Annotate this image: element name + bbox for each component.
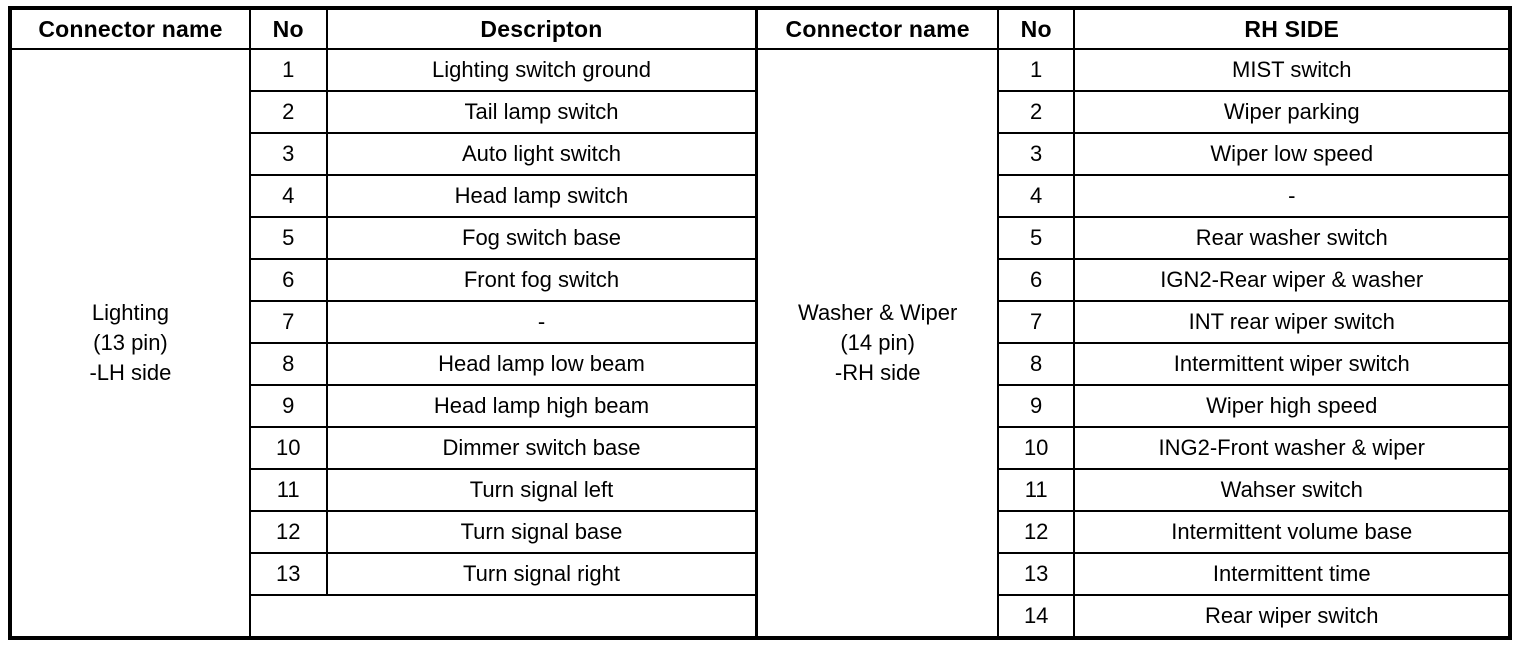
pin-description-cell: MIST switch xyxy=(1073,48,1511,92)
pin-description-cell: Rear washer switch xyxy=(1073,216,1511,260)
pin-description-cell: Turn signal right xyxy=(325,552,758,596)
pin-number-cell: 10 xyxy=(996,426,1076,470)
pin-number-cell: 3 xyxy=(248,132,328,176)
pin-description-cell: Lighting switch ground xyxy=(325,48,758,92)
table-row: 3 Auto light switch 3 Wiper low speed xyxy=(10,132,1511,176)
table-row: 12 Turn signal base 12 Intermittent volu… xyxy=(10,510,1511,554)
pin-description-cell: Auto light switch xyxy=(325,132,758,176)
pin-number-cell: 4 xyxy=(996,174,1076,218)
header-connector-name-right: Connector name xyxy=(755,7,999,50)
pin-number-cell: 13 xyxy=(996,552,1076,596)
pin-number-cell: 9 xyxy=(248,384,328,428)
pin-description-cell: - xyxy=(1073,174,1511,218)
table-row: 10 Dimmer switch base 10 ING2-Front wash… xyxy=(10,426,1511,470)
pin-description-cell: Head lamp high beam xyxy=(325,384,758,428)
pin-number-cell: 9 xyxy=(996,384,1076,428)
header-no-right: No xyxy=(996,7,1076,50)
header-description: Descripton xyxy=(325,7,758,50)
pin-number-cell: 4 xyxy=(248,174,328,218)
pin-description-cell: Turn signal left xyxy=(325,468,758,512)
pin-description-cell: Rear wiper switch xyxy=(1073,594,1511,639)
header-connector-name-left: Connector name xyxy=(9,7,251,50)
pin-description-cell: Intermittent wiper switch xyxy=(1073,342,1511,386)
pin-description-cell: Wiper low speed xyxy=(1073,132,1511,176)
pin-number-cell: 1 xyxy=(248,48,328,92)
table-row: 9 Head lamp high beam 9 Wiper high speed xyxy=(10,384,1511,428)
pin-number-cell: 7 xyxy=(248,300,328,344)
table-row: 6 Front fog switch 6 IGN2-Rear wiper & w… xyxy=(10,258,1511,302)
pin-description-cell: Fog switch base xyxy=(325,216,758,260)
pin-number-cell: 8 xyxy=(248,342,328,386)
pin-number-cell: 5 xyxy=(996,216,1076,260)
pin-number-cell: 10 xyxy=(248,426,328,470)
pin-number-cell: 2 xyxy=(248,90,328,134)
pin-description-cell: Wiper parking xyxy=(1073,90,1511,134)
pin-description-cell: INT rear wiper switch xyxy=(1073,300,1511,344)
pin-description-cell: Head lamp switch xyxy=(325,174,758,218)
pin-description-cell: Tail lamp switch xyxy=(325,90,758,134)
connector-name-cell-right: Washer & Wiper (14 pin) -RH side xyxy=(755,48,999,639)
table-row: 11 Turn signal left 11 Wahser switch xyxy=(10,468,1511,512)
pin-number-cell: 13 xyxy=(248,552,328,596)
pin-number-cell: 12 xyxy=(996,510,1076,554)
pin-description-cell: Wahser switch xyxy=(1073,468,1511,512)
connector-name-cell-left: Lighting (13 pin) -LH side xyxy=(9,48,251,639)
table-row: 2 Tail lamp switch 2 Wiper parking xyxy=(10,90,1511,134)
pin-number-cell: 11 xyxy=(248,468,328,512)
empty-cell xyxy=(248,594,758,639)
pin-number-cell: 1 xyxy=(996,48,1076,92)
pin-number-cell: 8 xyxy=(996,342,1076,386)
pin-description-cell: IGN2-Rear wiper & washer xyxy=(1073,258,1511,302)
pin-number-cell: 3 xyxy=(996,132,1076,176)
pin-number-cell: 2 xyxy=(996,90,1076,134)
table-row: 5 Fog switch base 5 Rear washer switch xyxy=(10,216,1511,260)
pin-number-cell: 12 xyxy=(248,510,328,554)
header-no-left: No xyxy=(248,7,328,50)
table-row: 4 Head lamp switch 4 - xyxy=(10,174,1511,218)
pin-number-cell: 7 xyxy=(996,300,1076,344)
table-row: 13 Turn signal right 13 Intermittent tim… xyxy=(10,552,1511,596)
pin-description-cell: Dimmer switch base xyxy=(325,426,758,470)
pin-number-cell: 5 xyxy=(248,216,328,260)
pin-description-cell: Wiper high speed xyxy=(1073,384,1511,428)
table-row: 7 - 7 INT rear wiper switch xyxy=(10,300,1511,344)
header-rh-side: RH SIDE xyxy=(1073,7,1511,50)
header-row: Connector name No Descripton Connector n… xyxy=(9,7,1511,50)
pin-description-cell: Intermittent time xyxy=(1073,552,1511,596)
pin-number-cell: 14 xyxy=(996,594,1076,639)
pin-number-cell: 11 xyxy=(996,468,1076,512)
pin-description-cell: ING2-Front washer & wiper xyxy=(1073,426,1511,470)
pin-description-cell: Intermittent volume base xyxy=(1073,510,1511,554)
table-row: 8 Head lamp low beam 8 Intermittent wipe… xyxy=(10,342,1511,386)
table-row: 14 Rear wiper switch xyxy=(10,594,1511,639)
connector-pinout-table: Connector name No Descripton Connector n… xyxy=(8,6,1512,640)
table-row: Lighting (13 pin) -LH side 1 Lighting sw… xyxy=(9,48,1511,639)
pin-description-cell: Turn signal base xyxy=(325,510,758,554)
pin-number-cell: 6 xyxy=(248,258,328,302)
pin-description-cell: Front fog switch xyxy=(325,258,758,302)
pin-description-cell: - xyxy=(325,300,758,344)
pin-description-cell: Head lamp low beam xyxy=(325,342,758,386)
pin-number-cell: 6 xyxy=(996,258,1076,302)
